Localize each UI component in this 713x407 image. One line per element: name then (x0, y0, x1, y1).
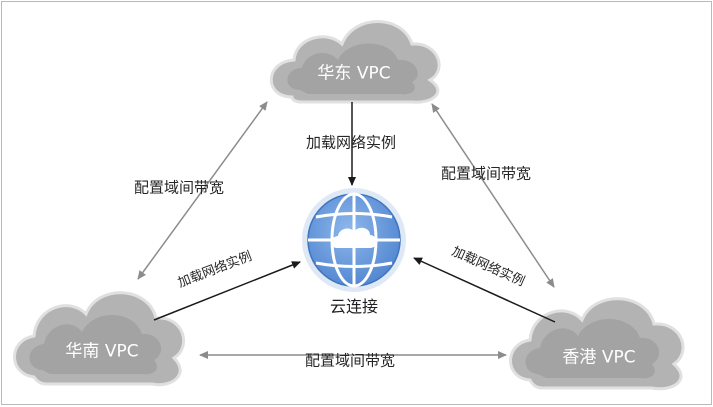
cloud-icon (331, 227, 377, 248)
arrow-south-to-center (153, 261, 301, 321)
cloud-east-vpc (269, 20, 441, 104)
arrow-bandwidth-east-hk (431, 103, 555, 288)
center-node-label: 云连接 (329, 297, 379, 316)
cloud-hk-vpc (509, 297, 685, 391)
edge-label-bandwidth-right: 配置域间带宽 (440, 164, 532, 183)
edge-label-load-top: 加载网络实例 (305, 133, 397, 152)
node-south-label: 华南 VPC (65, 341, 139, 362)
edge-label-bandwidth-bottom: 配置域间带宽 (304, 351, 396, 370)
cloud-south-vpc (13, 291, 186, 387)
node-hk-label: 香港 VPC (562, 347, 636, 368)
node-east-label: 华东 VPC (317, 63, 391, 84)
cloud-connect-globe (302, 188, 406, 292)
edge-label-bandwidth-left: 配置域间带宽 (133, 178, 225, 197)
arrow-bandwidth-south-east (137, 101, 268, 280)
